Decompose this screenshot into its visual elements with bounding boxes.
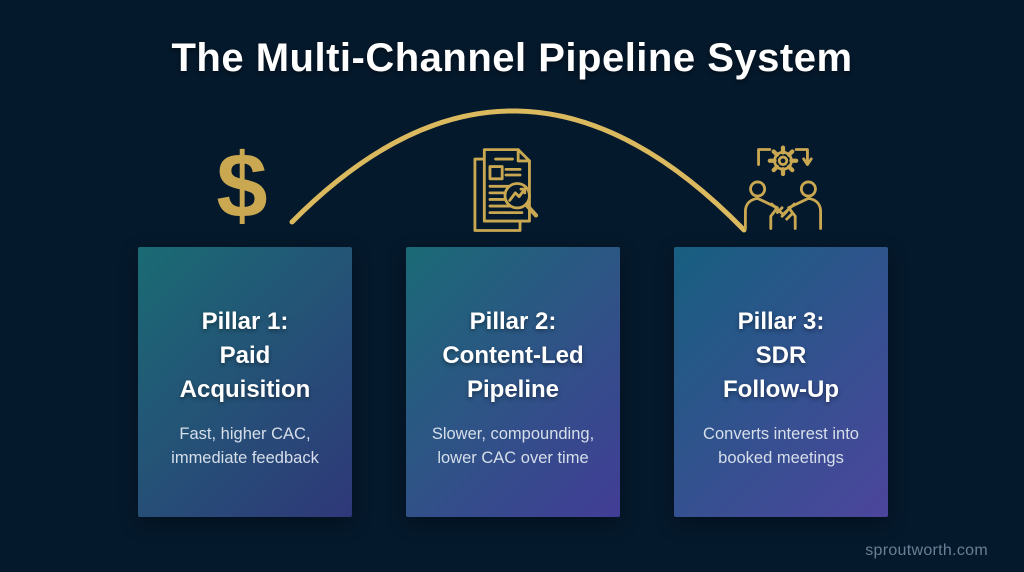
pillar-3-heading-line3: Follow-Up [723, 376, 839, 404]
pillar-1-heading-line1: Pillar 1: [201, 308, 289, 335]
pillar-1-heading-line3: Acquisition [179, 376, 311, 404]
page-title: The Multi-Channel Pipeline System [171, 36, 853, 80]
dollar-glyph: $ [216, 135, 268, 237]
pillar-2-heading-line2: Content-Led [442, 342, 584, 370]
handshake-gear-icon [736, 140, 830, 238]
pillar-3-heading-line1: Pillar 3: [737, 308, 825, 335]
pillar-1-heading: Pillar 1: Paid Acquisition [153, 305, 337, 407]
pillar-3-heading: Pillar 3: SDR Follow-Up [689, 305, 873, 407]
pillar-2-heading: Pillar 2: Content-Led Pipeline [421, 305, 605, 407]
watermark: sproutworth.com [865, 542, 988, 559]
dollar-sign-icon: $ [186, 136, 298, 236]
pillar-card-2: Pillar 2: Content-Led Pipeline Slower, c… [406, 247, 620, 517]
pillar-2-heading-line1: Pillar 2: [469, 308, 557, 335]
pillar-3-description: Converts interest into booked meetings [703, 425, 859, 468]
pillar-1-heading-line2: Paid [219, 342, 271, 370]
content-report-magnifier-icon [458, 144, 552, 238]
pillar-2-description: Slower, compounding, lower CAC over time [431, 425, 595, 468]
pillar-1-description: Fast, higher CAC, immediate feedback [171, 425, 319, 468]
pillar-card-3: Pillar 3: SDR Follow-Up Converts interes… [674, 247, 888, 517]
pillar-2-heading-line3: Pipeline [466, 376, 560, 404]
pillar-card-1: Pillar 1: Paid Acquisition Fast, higher … [138, 247, 352, 517]
pillar-3-heading-line2: SDR [755, 342, 807, 370]
